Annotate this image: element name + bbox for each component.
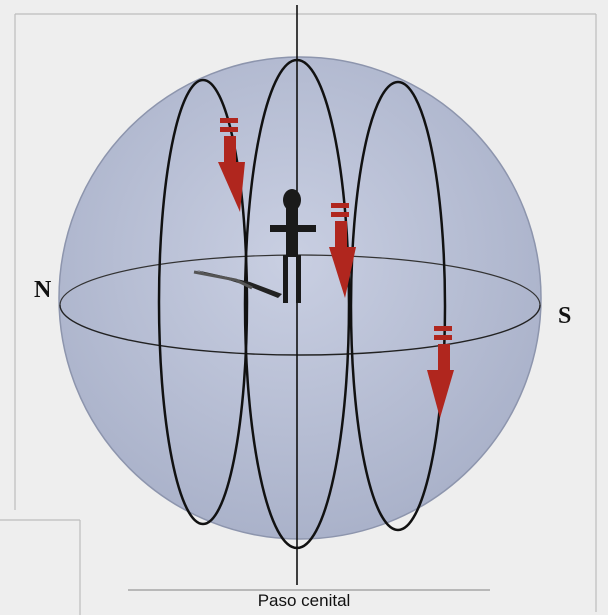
south-label: S	[558, 303, 571, 330]
diagram-caption: Paso cenital	[0, 591, 608, 611]
north-label: N	[34, 277, 51, 304]
